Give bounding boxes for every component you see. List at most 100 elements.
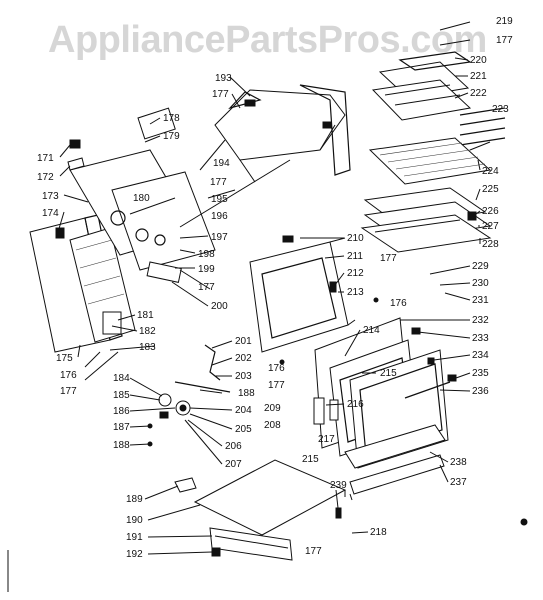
callout-213: 213	[347, 287, 364, 298]
callout-185: 185	[113, 390, 130, 401]
drawer-body-190	[193, 459, 347, 536]
callout-177-top-frame: 177	[212, 89, 229, 100]
callout-201: 201	[235, 336, 252, 347]
callout-208: 208	[264, 420, 281, 431]
callout-226: 226	[482, 206, 499, 217]
top-rear-frame-assembly	[214, 84, 351, 183]
callout-209: 209	[264, 403, 281, 414]
oven-front-frame-211	[249, 241, 349, 353]
drawer-front-237	[349, 454, 445, 495]
callout-187: 187	[113, 422, 130, 433]
callout-233: 233	[472, 333, 489, 344]
callout-labels: 171 172 173 174 175 176 177 178 179 180 …	[37, 16, 513, 560]
drawer-rail-191	[209, 527, 293, 561]
callout-199: 199	[198, 264, 215, 275]
callout-216: 216	[347, 399, 364, 410]
callout-181: 181	[137, 310, 154, 321]
callout-228: 228	[482, 239, 499, 250]
broiler-assembly-right-top	[360, 51, 506, 253]
callout-238: 238	[450, 457, 467, 468]
callout-183: 183	[139, 342, 156, 353]
callout-239: 239	[330, 480, 347, 491]
panel-227	[360, 214, 492, 253]
callout-235: 235	[472, 368, 489, 379]
callout-224: 224	[482, 166, 499, 177]
oven-rack-224	[368, 137, 492, 185]
callout-215-lower: 215	[302, 454, 319, 465]
callout-194: 194	[213, 158, 230, 169]
callout-177-top-frame-lower: 177	[210, 177, 227, 188]
callout-210: 210	[347, 233, 364, 244]
callout-174: 174	[42, 208, 59, 219]
rating-plate-178	[137, 107, 176, 140]
callout-195: 195	[211, 194, 228, 205]
callout-198: 198	[198, 249, 215, 260]
callout-176-oven-frame: 176	[268, 363, 285, 374]
oven-liner-frame-assembly	[249, 235, 356, 353]
callout-173: 173	[42, 191, 59, 202]
watermark-text: AppliancePartsPros.com	[48, 19, 487, 61]
callout-171: 171	[37, 153, 54, 164]
callout-203: 203	[235, 371, 252, 382]
callout-234: 234	[472, 350, 489, 361]
callout-219: 219	[496, 16, 513, 27]
callout-190: 190	[126, 515, 143, 526]
callout-184: 184	[113, 373, 130, 384]
callout-220: 220	[470, 55, 487, 66]
callout-172: 172	[37, 172, 54, 183]
callout-192: 192	[126, 549, 143, 560]
callout-191: 191	[126, 532, 143, 543]
callout-222: 222	[470, 88, 487, 99]
callout-205: 205	[235, 424, 252, 435]
callout-202: 202	[235, 353, 252, 364]
burner-valve-assembly	[147, 344, 231, 447]
callout-221: 221	[470, 71, 487, 82]
broiler-grid-222	[371, 79, 472, 121]
callout-217: 217	[318, 434, 335, 445]
left-side-panel-assembly	[29, 107, 216, 353]
rear-panel	[299, 84, 351, 176]
callout-200: 200	[211, 301, 228, 312]
callout-177-bottom: 177	[305, 546, 322, 557]
callout-227: 227	[482, 221, 499, 232]
callout-231: 231	[472, 295, 489, 306]
callout-215: 215	[380, 368, 397, 379]
callout-177-right-upper: 177	[380, 253, 397, 264]
callout-176: 176	[60, 370, 77, 381]
callout-225: 225	[482, 184, 499, 195]
callout-177-burner-box: 177	[198, 282, 215, 293]
callout-179: 179	[163, 131, 180, 142]
callout-188: 188	[113, 440, 130, 451]
callout-218: 218	[370, 527, 387, 538]
callout-237: 237	[450, 477, 467, 488]
callout-236: 236	[472, 386, 489, 397]
kickplate-drawer-assembly	[335, 424, 446, 519]
callout-223: 223	[492, 104, 509, 115]
callout-211: 211	[347, 251, 363, 262]
leader-lines	[57, 21, 491, 555]
bracket-189	[174, 477, 197, 493]
callout-196: 196	[211, 211, 228, 222]
callout-180: 180	[133, 193, 150, 204]
callout-212: 212	[347, 268, 364, 279]
kickplate-238	[344, 424, 446, 469]
callout-230: 230	[472, 278, 489, 289]
callout-232: 232	[472, 315, 489, 326]
callout-189: 189	[126, 494, 143, 505]
callout-188-center: 188	[238, 388, 255, 399]
callout-178: 178	[163, 113, 180, 124]
callout-186: 186	[113, 406, 130, 417]
callout-177: 177	[60, 386, 77, 397]
callout-176-right: 176	[390, 298, 407, 309]
callout-197: 197	[211, 232, 228, 243]
callout-229: 229	[472, 261, 489, 272]
callout-204: 204	[235, 405, 252, 416]
burner-box-194	[111, 171, 216, 271]
callout-206: 206	[225, 441, 242, 452]
callout-175: 175	[56, 353, 73, 364]
callout-177-oven-frame: 177	[268, 380, 285, 391]
callout-193: 193	[215, 73, 232, 84]
callout-177-top-right: 177	[496, 35, 513, 46]
callout-214: 214	[363, 325, 380, 336]
